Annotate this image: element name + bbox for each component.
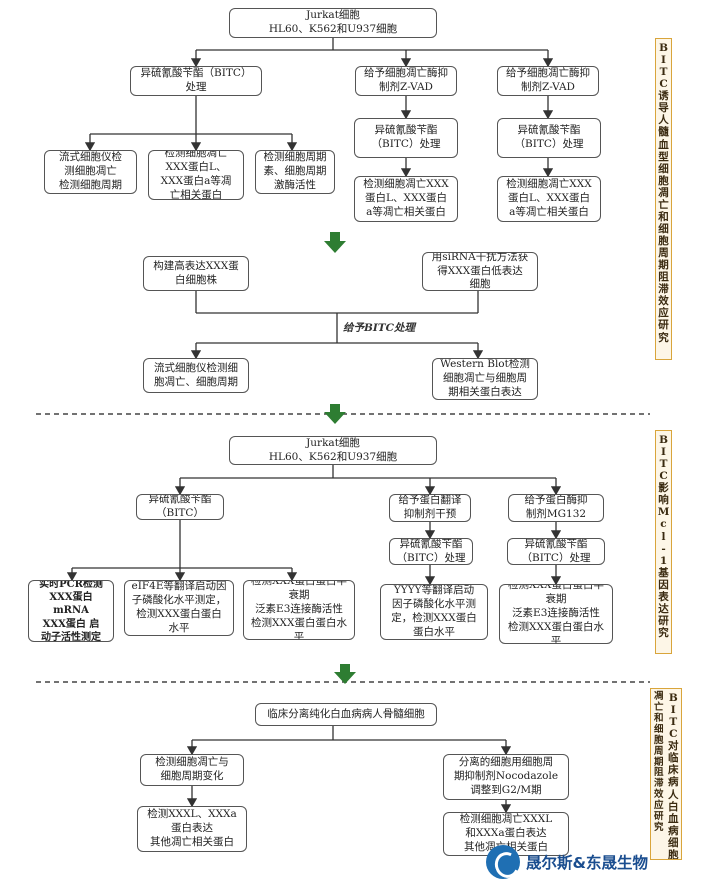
bitc-box-section2: 异硫氰酸苄酯 （BITC） [136,494,224,520]
western-blot-box: Western Blot检测 细胞凋亡与细胞周 期相关蛋白表达 [432,358,538,400]
apoptosis-result-box-1: 检测细胞凋亡XXX 蛋白L、XXX蛋白 a等凋亡相关蛋白 [354,176,458,222]
apoptosis-protein-detect-box: 检测细胞凋亡 XXX蛋白L、 XXX蛋白a等凋 亡相关蛋白 [148,150,244,200]
jurkat-cells-box: Jurkat细胞 HL60、K562和U937细胞 [229,8,437,38]
bitc-treatment-box: 异硫氰酸苄酯（BITC） 处理 [130,66,262,96]
pcr-detect-box: 实时PCR检测 XXX蛋白 mRNA XXX蛋白 启 动子活性测定 [28,580,114,642]
xxxl-detect-box: 检测XXXL、XXXa 蛋白表达 其他凋亡相关蛋白 [137,806,247,852]
mg132-inhibitor-box: 给予蛋白酶抑 制剂MG132 [508,494,604,522]
sirna-knockdown-box: 用siRNA干扰方法获 得XXX蛋白低表达 细胞 [422,252,538,291]
zvad-inhibitor-box-2: 给予细胞凋亡酶抑 制剂Z-VAD [497,66,599,96]
company-name: 晟尔斯&东晟生物 [526,854,649,872]
give-bitc-label: 给予BITC处理 [343,322,415,334]
overexpression-cell-line-box: 构建高表达XXX蛋 白细胞株 [143,256,249,291]
company-logo-icon [486,845,520,879]
flow-cytometry-box: 流式细胞仪检 测细胞凋亡 检测细胞周期 [44,150,137,194]
bitc-treatment-box-3: 异硫氰酸苄酯 （BITC）处理 [497,118,601,158]
bitc-treatment-box-4: 异硫氰酸苄酯 （BITC）处理 [389,538,473,565]
half-life-detect-box-2: 检测XXX蛋白蛋白半 衰期 泛素E3连接酶活性 检测XXX蛋白蛋白水 平 [499,584,613,644]
yyyy-detect-box: YYYY等翻译启动 因子磷酸化水平测 定，检测XXX蛋白 蛋白水平 [380,584,488,640]
zvad-inhibitor-box-1: 给予细胞凋亡酶抑 制剂Z-VAD [355,66,457,96]
bitc-treatment-box-2: 异硫氰酸苄酯 （BITC）处理 [354,118,458,158]
translation-inhibitor-box: 给予蛋白翻译 抑制剂干预 [389,494,471,522]
jurkat-cells-box-2: Jurkat细胞 HL60、K562和U937细胞 [229,436,437,465]
eif4e-detect-box: eIF4E等翻译启动因 子磷酸化水平测定， 检测XXX蛋白蛋白 水平 [124,580,234,636]
flow-detect-box: 流式细胞仪检测细 胞凋亡、细胞周期 [143,358,249,393]
cycle-enzyme-detect-box: 检测细胞周期 素、细胞周期 激酶活性 [255,150,335,194]
nocodazole-box: 分离的细胞用细胞周 期抑制剂Nocodazole 调整到G2/M期 [443,754,569,800]
half-life-detect-box: 检测XXX蛋白蛋白半 衰期 泛素E3连接酶活性 检测XXX蛋白蛋白水 平 [243,580,355,640]
bitc-treatment-box-5: 异硫氰酸苄酯 （BITC）处理 [507,538,605,565]
apoptosis-result-box-2: 检测细胞凋亡XXX 蛋白L、XXX蛋白 a等凋亡相关蛋白 [497,176,601,222]
apoptosis-cycle-change-box: 检测细胞凋亡与 细胞周期变化 [140,754,244,786]
company-watermark: 晟尔斯&东晟生物 [486,842,704,882]
clinical-cells-box: 临床分离纯化白血病病人骨髓细胞 [255,703,437,726]
